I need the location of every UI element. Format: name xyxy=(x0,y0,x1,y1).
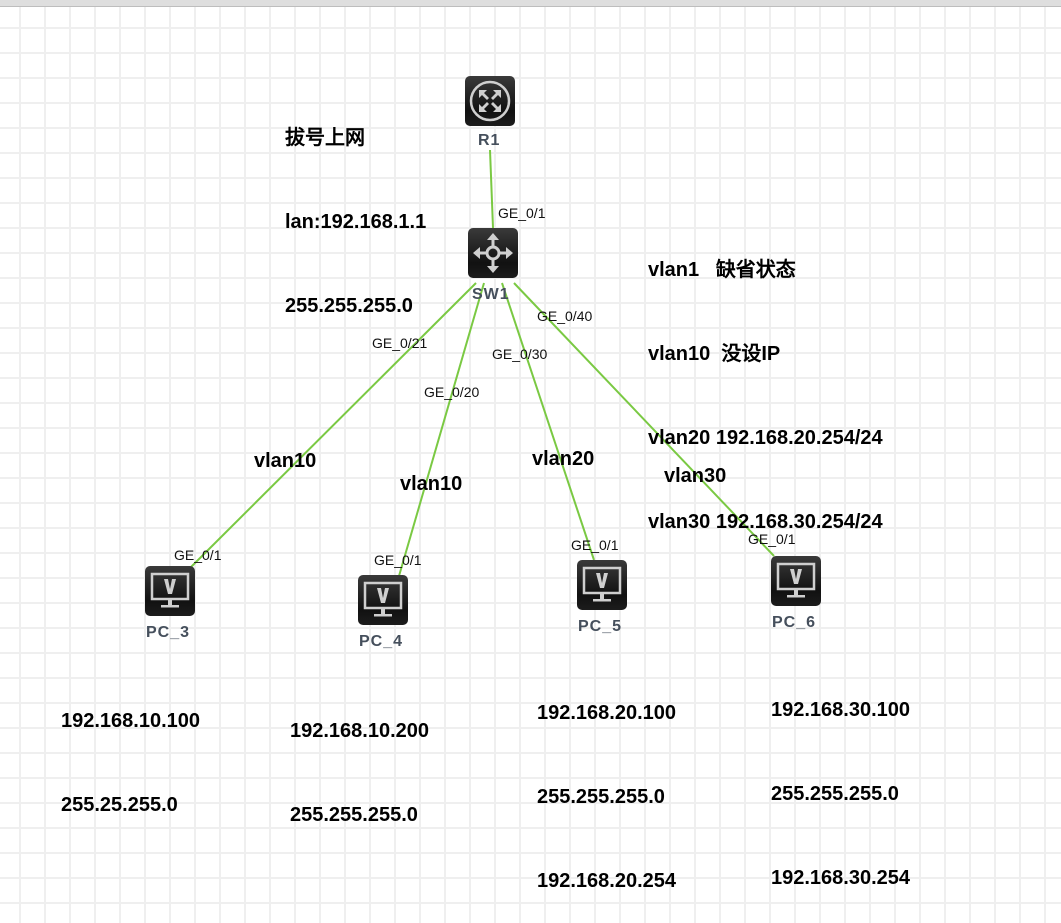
vlan-label-pc6: vlan30 xyxy=(664,465,727,487)
pc-icon xyxy=(582,566,622,602)
note-r1-line: lan:192.168.1.1 xyxy=(285,211,427,233)
note-pc3: 192.168.10.100 255.25.255.0 xyxy=(61,651,200,847)
pc-icon xyxy=(150,572,190,608)
vlan-label-pc5: vlan20 xyxy=(532,448,595,470)
pc-icon xyxy=(776,562,816,598)
note-sw1-line: vlan20 192.168.20.254/24 xyxy=(648,427,883,449)
vlan-label-pc3: vlan10 xyxy=(254,450,317,472)
link-r1-sw1[interactable] xyxy=(489,149,494,229)
port-label-pc6-ge0-1: GE_0/1 xyxy=(748,531,796,547)
pc-pc4[interactable] xyxy=(358,575,408,625)
device-label-pc6: PC_6 xyxy=(772,614,817,631)
device-label-r1: R1 xyxy=(478,132,501,149)
device-label-pc3: PC_3 xyxy=(146,624,191,641)
vlan-label-pc4: vlan10 xyxy=(400,473,463,495)
note-pc6-line: 192.168.30.254 xyxy=(771,867,911,889)
pc-pc6[interactable] xyxy=(771,556,821,606)
pc-pc3[interactable] xyxy=(145,566,195,616)
note-sw1-line: vlan10 没设IP xyxy=(648,343,781,365)
note-pc5: 192.168.20.100 255.255.255.0 192.168.20.… xyxy=(537,643,676,923)
port-label-sw1-ge0-20: GE_0/20 xyxy=(424,384,480,400)
note-sw1: vlan1 缺省状态 vlan10 没设IP vlan20 192.168.20… xyxy=(648,200,883,564)
link-sw1-pc6[interactable] xyxy=(513,282,775,557)
note-r1-line: 255.255.255.0 xyxy=(285,295,413,317)
device-label-sw1: SW1 xyxy=(472,286,510,303)
note-pc6-line: 255.255.255.0 xyxy=(771,783,899,805)
link-sw1-pc5[interactable] xyxy=(501,282,595,561)
link-sw1-pc3[interactable] xyxy=(189,282,477,569)
note-pc4-line: 255.255.255.0 xyxy=(290,804,418,826)
port-label-sw1-ge0-21: GE_0/21 xyxy=(372,335,428,351)
note-sw1-line: vlan1 缺省状态 xyxy=(648,259,796,281)
note-pc5-line: 255.255.255.0 xyxy=(537,786,665,808)
port-label-sw1-ge0-30: GE_0/30 xyxy=(492,346,548,362)
note-pc4-line: 192.168.10.200 xyxy=(290,720,430,742)
port-label-sw1-ge0-1: GE_0/1 xyxy=(498,205,546,221)
note-sw1-line: vlan30 192.168.30.254/24 xyxy=(648,511,883,533)
device-label-pc5: PC_5 xyxy=(578,618,623,635)
router-r1[interactable] xyxy=(465,76,515,126)
router-icon xyxy=(469,80,511,122)
note-pc6: 192.168.30.100 255.255.255.0 192.168.30.… xyxy=(771,640,910,920)
port-label-sw1-ge0-40: GE_0/40 xyxy=(537,308,593,324)
switch-sw1[interactable] xyxy=(468,228,518,278)
note-pc5-line: 192.168.20.254 xyxy=(537,870,677,892)
note-pc3-line: 255.25.255.0 xyxy=(61,794,178,816)
note-pc6-line: 192.168.30.100 xyxy=(771,699,911,721)
switch-icon xyxy=(473,233,513,273)
port-label-pc3-ge0-1: GE_0/1 xyxy=(174,547,222,563)
note-pc5-line: 192.168.20.100 xyxy=(537,702,677,724)
note-r1-line: 拔号上网 xyxy=(285,127,365,149)
link-sw1-pc4[interactable] xyxy=(398,282,485,577)
pc-icon xyxy=(363,581,403,617)
topology-links xyxy=(189,149,775,577)
pc-pc5[interactable] xyxy=(577,560,627,610)
note-r1: 拔号上网 lan:192.168.1.1 255.255.255.0 xyxy=(285,68,426,348)
note-pc4: 192.168.10.200 255.255.255.0 xyxy=(290,661,429,857)
note-pc3-line: 192.168.10.100 xyxy=(61,710,201,732)
port-label-pc4-ge0-1: GE_0/1 xyxy=(374,552,422,568)
port-label-pc5-ge0-1: GE_0/1 xyxy=(571,537,619,553)
window-top-bar xyxy=(0,0,1061,7)
device-label-pc4: PC_4 xyxy=(359,633,404,650)
